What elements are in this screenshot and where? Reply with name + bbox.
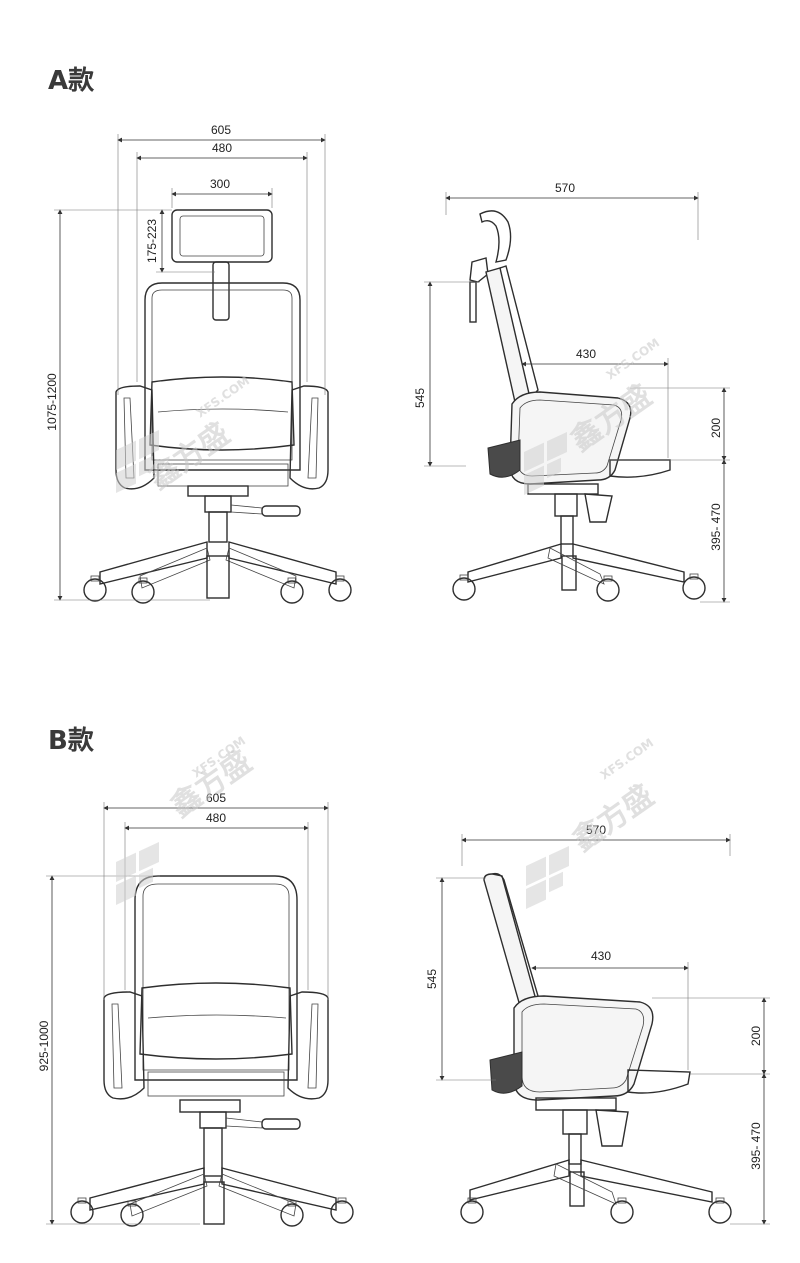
watermark-logo-3 bbox=[116, 841, 159, 905]
watermark-brand-1: 鑫方盛 bbox=[143, 416, 237, 496]
dim-b-seat-height: 395- 470 bbox=[749, 1122, 763, 1170]
dim-a-back-height: 545 bbox=[413, 388, 427, 408]
section-title-a: A款 bbox=[48, 66, 95, 96]
dim-a-headrest-width: 300 bbox=[210, 177, 230, 191]
watermark-url-4: XFS.COM bbox=[598, 736, 656, 783]
dim-a-seat-height: 395- 470 bbox=[709, 503, 723, 551]
dim-b-seat-depth: 430 bbox=[591, 949, 611, 963]
dims-a-front bbox=[54, 134, 326, 601]
chair-b-front bbox=[70, 875, 354, 1227]
dim-b-front-width-seat: 480 bbox=[206, 811, 226, 825]
section-title-b: B款 bbox=[48, 726, 94, 756]
dim-a-arm-height: 200 bbox=[709, 418, 723, 438]
dim-b-back-height: 545 bbox=[425, 969, 439, 989]
dim-b-side-depth-overall: 570 bbox=[586, 823, 606, 837]
dims-b-side bbox=[436, 834, 770, 1225]
dim-b-arm-height: 200 bbox=[749, 1026, 763, 1046]
dim-a-height-total: 1075-1200 bbox=[45, 373, 59, 431]
watermark-brand-4: 鑫方盛 bbox=[567, 778, 661, 858]
dim-a-front-width-overall: 605 bbox=[211, 123, 231, 137]
watermark-url-1: XFS.COM bbox=[194, 374, 252, 421]
dim-a-front-width-seat: 480 bbox=[212, 141, 232, 155]
watermark-logo-4 bbox=[526, 845, 569, 909]
dim-b-front-width-overall: 605 bbox=[206, 791, 226, 805]
watermark-logo-1 bbox=[116, 429, 159, 493]
dims-a-side bbox=[424, 192, 730, 603]
dims-b-front bbox=[46, 802, 329, 1225]
dim-a-seat-depth: 430 bbox=[576, 347, 596, 361]
watermark-url-2: XFS.COM bbox=[604, 336, 662, 383]
dim-a-headrest-adjust: 175-223 bbox=[145, 219, 159, 263]
chair-a-side bbox=[452, 210, 706, 602]
chair-b-side bbox=[460, 872, 732, 1224]
dim-a-side-depth-overall: 570 bbox=[555, 181, 575, 195]
watermark-logo-2 bbox=[524, 431, 567, 495]
chair-a-front bbox=[83, 209, 352, 604]
dim-b-height-total: 925-1000 bbox=[37, 1020, 51, 1071]
